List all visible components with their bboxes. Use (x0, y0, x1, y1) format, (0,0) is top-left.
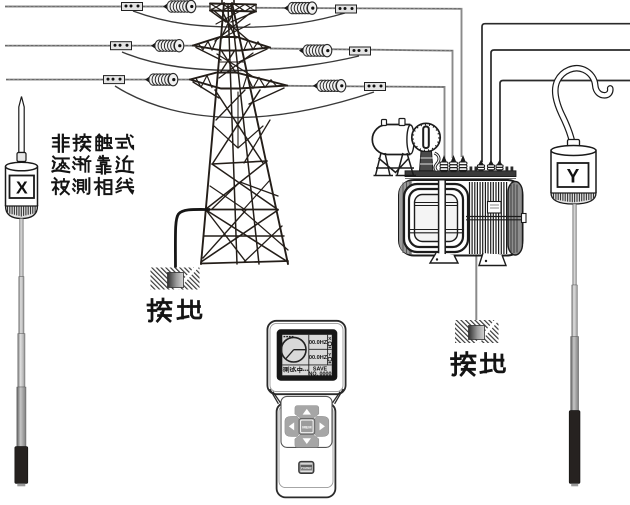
svg-text:X: X (328, 336, 332, 341)
svg-text:NO. 0000: NO. 0000 (308, 371, 331, 377)
svg-text:00.0HZ: 00.0HZ (309, 340, 328, 346)
svg-text:MEM: MEM (302, 424, 312, 429)
svg-text:Y: Y (328, 352, 331, 357)
svg-text:Y: Y (567, 167, 580, 188)
svg-text:SAVE: SAVE (313, 366, 328, 372)
svg-text:POWER: POWER (301, 466, 312, 470)
svg-text:00.0HZ: 00.0HZ (309, 355, 328, 361)
svg-text:X: X (16, 178, 28, 198)
